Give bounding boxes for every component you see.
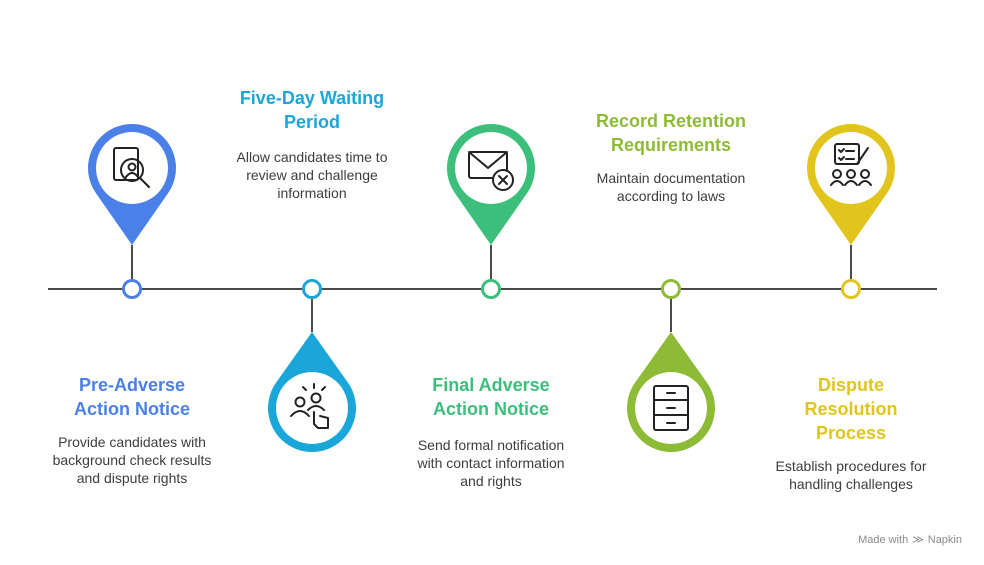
- people-touch-icon: [290, 383, 329, 429]
- mail-cancel-icon: [468, 151, 514, 191]
- step-title-final-adverse: Final Adverse Action Notice: [432, 375, 550, 419]
- footer-made-with: Made with: [858, 533, 909, 546]
- step-desc-final-adverse: Send formal notification with contact in…: [417, 437, 565, 489]
- step-marker-2: [268, 279, 356, 452]
- pin-inner: [815, 132, 887, 204]
- step-desc-dispute-resolution: Establish procedures for handling challe…: [775, 458, 927, 492]
- timeline-node: [122, 279, 142, 299]
- filing-cabinet-icon: [653, 385, 689, 431]
- document-search-icon: [113, 147, 150, 188]
- step-title-pre-adverse: Pre-Adverse Action Notice: [73, 375, 190, 419]
- step-title-dispute-resolution: Dispute Resolution Process: [804, 375, 898, 443]
- timeline-node: [481, 279, 501, 299]
- timeline-node: [302, 279, 322, 299]
- pin-inner: [455, 132, 527, 204]
- step-marker-4: [626, 279, 715, 453]
- step-desc-record-retention: Maintain documentation according to laws: [596, 170, 746, 204]
- footer-brand: Napkin: [927, 533, 962, 546]
- step-marker-3: [447, 124, 535, 299]
- step-marker-1: [88, 123, 176, 299]
- step-marker-5: [807, 124, 896, 299]
- step-desc-pre-adverse: Provide candidates with background check…: [52, 434, 212, 486]
- checklist-group-icon: [830, 143, 872, 186]
- footer-credit: Made with ≫ Napkin: [858, 533, 962, 547]
- pin-inner: [96, 132, 168, 204]
- timeline-node: [841, 279, 861, 299]
- napkin-logo-icon: ≫: [912, 534, 924, 546]
- step-desc-five-day: Allow candidates time to review and chal…: [236, 149, 388, 201]
- step-title-five-day: Five-Day Waiting Period: [239, 88, 385, 132]
- step-title-record-retention: Record Retention Requirements: [595, 111, 746, 155]
- timeline-node: [661, 279, 681, 299]
